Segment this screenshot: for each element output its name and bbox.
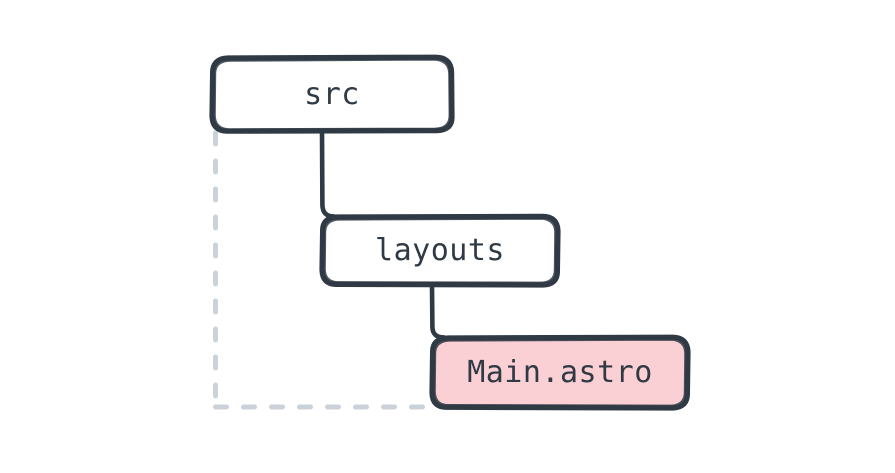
connector-layouts-to-main: [429, 282, 447, 340]
node-main-astro-shape[interactable]: [429, 334, 691, 411]
node-layouts[interactable]: [320, 214, 560, 287]
node-main-astro[interactable]: [430, 335, 690, 410]
node-src-shape[interactable]: [209, 54, 455, 134]
node-label-src: src: [304, 76, 360, 112]
node-layouts-shape[interactable]: [319, 213, 561, 288]
connector-src-to-layouts: [319, 128, 337, 219]
root-guide-dashed-line: [213, 130, 433, 410]
node-src[interactable]: [210, 55, 454, 133]
node-label-main-astro: Main.astro: [467, 355, 653, 390]
node-label-layouts: layouts: [375, 233, 505, 268]
